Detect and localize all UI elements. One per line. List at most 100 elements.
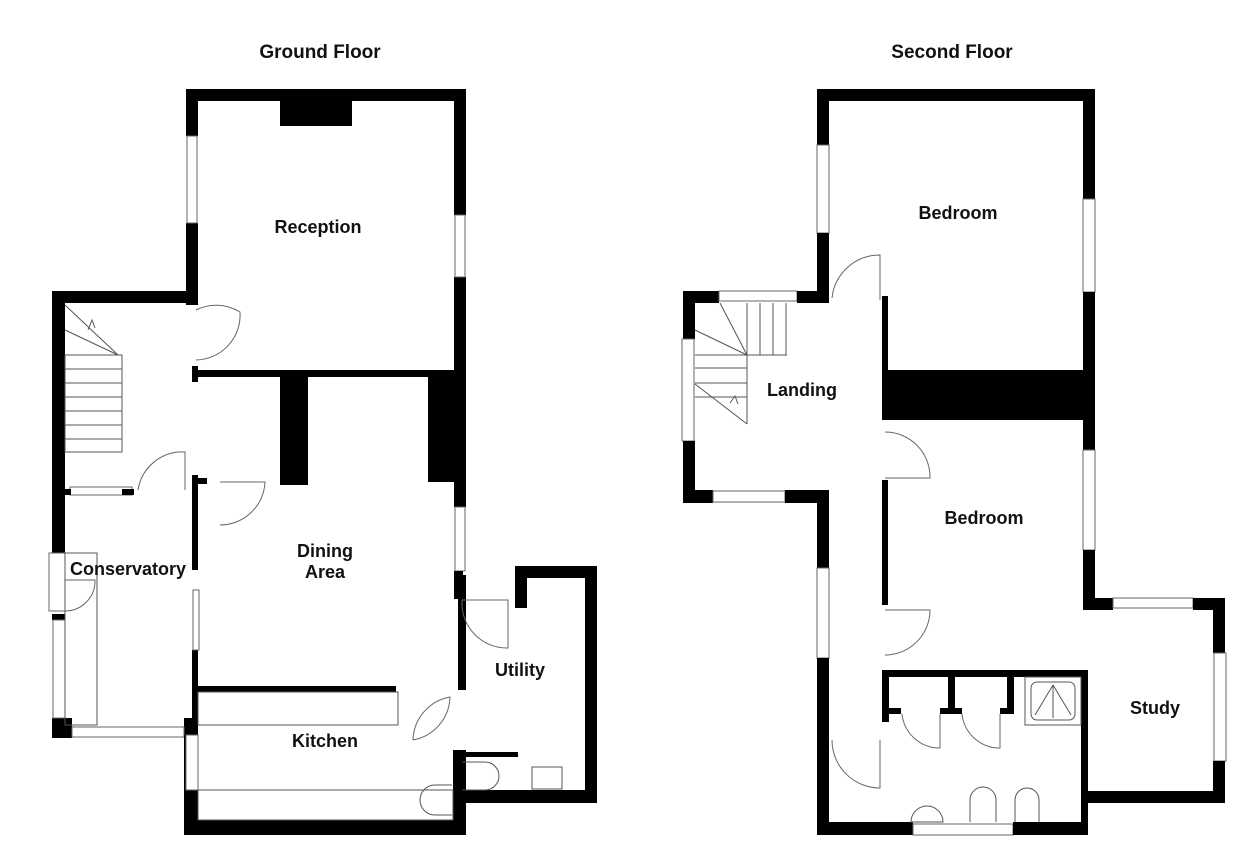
room-label-bedroom-2: Bedroom xyxy=(944,508,1023,528)
wall xyxy=(184,718,198,738)
staircase xyxy=(64,304,123,453)
wall xyxy=(454,277,466,507)
wall xyxy=(683,490,713,503)
wall xyxy=(1081,670,1088,835)
wall xyxy=(1083,420,1095,450)
window xyxy=(718,290,798,302)
wall xyxy=(52,718,72,738)
wall xyxy=(1013,822,1088,835)
wall xyxy=(889,708,901,714)
wall xyxy=(797,291,829,303)
second-floor-title: Second Floor xyxy=(891,42,1013,63)
room-label-kitchen: Kitchen xyxy=(292,731,358,751)
kitchen-worktop xyxy=(197,691,399,726)
wall xyxy=(817,658,829,835)
door-swing xyxy=(195,304,241,361)
door-swing xyxy=(64,579,96,612)
window xyxy=(186,135,198,224)
wall xyxy=(817,822,913,835)
wall xyxy=(1007,670,1014,714)
wall xyxy=(1213,598,1225,653)
wall xyxy=(186,89,198,136)
wall xyxy=(192,478,207,484)
window xyxy=(192,589,200,651)
window xyxy=(1213,652,1227,762)
wall xyxy=(585,566,597,803)
room-label-conservatory: Conservatory xyxy=(70,559,186,579)
room-label-dining-area: Area xyxy=(305,562,346,582)
door-swing xyxy=(901,713,941,749)
wall xyxy=(1000,708,1014,714)
wall xyxy=(515,566,597,578)
ground-floor-title: Ground Floor xyxy=(259,42,381,63)
conservatory-bench xyxy=(64,552,98,726)
room-label-study: Study xyxy=(1130,698,1180,718)
ground-floor-plan: Ground Floor xyxy=(48,42,597,835)
room-label-landing: Landing xyxy=(767,380,837,400)
wall xyxy=(515,566,527,608)
door-swing xyxy=(884,431,931,479)
window xyxy=(816,144,830,234)
wall xyxy=(196,686,396,692)
bidet-icon xyxy=(1014,787,1040,822)
wall xyxy=(192,475,198,570)
window xyxy=(454,214,466,278)
room-label-reception: Reception xyxy=(274,217,361,237)
wc-icon xyxy=(419,784,452,816)
wall xyxy=(52,291,65,553)
window xyxy=(71,726,185,738)
window xyxy=(1082,198,1096,293)
wall xyxy=(454,89,466,215)
kitchen-worktop xyxy=(197,789,454,821)
wall xyxy=(458,575,466,690)
door-swing xyxy=(884,609,931,656)
wall xyxy=(1083,550,1095,610)
wall xyxy=(1083,89,1095,199)
window xyxy=(454,506,466,572)
wall xyxy=(817,89,1095,101)
door-swing xyxy=(219,481,266,526)
window xyxy=(52,619,66,719)
wall xyxy=(192,650,198,720)
wall xyxy=(1087,791,1225,803)
wall xyxy=(458,752,518,757)
wall xyxy=(1083,598,1113,610)
chimney-breast xyxy=(428,370,456,482)
wall xyxy=(52,614,65,620)
wall xyxy=(192,366,198,382)
door-swing xyxy=(412,696,451,741)
window xyxy=(1112,597,1194,609)
sink-icon xyxy=(531,766,563,790)
window xyxy=(912,823,1014,836)
wall xyxy=(940,708,962,714)
door-swing xyxy=(137,451,186,491)
door-swing xyxy=(831,254,881,300)
wall xyxy=(186,89,466,101)
wall xyxy=(193,370,455,377)
wall xyxy=(817,233,829,303)
window xyxy=(48,552,66,612)
window xyxy=(185,734,199,791)
door-swing xyxy=(831,739,881,789)
wall xyxy=(683,441,695,503)
second-floor-plan: Second Floor xyxy=(681,42,1227,836)
basin-icon xyxy=(910,805,944,823)
room-label-dining: Dining xyxy=(297,541,353,561)
wall xyxy=(817,490,829,568)
door-swing xyxy=(961,713,1001,749)
shower-icon xyxy=(1030,681,1076,721)
wall xyxy=(455,790,597,803)
wall xyxy=(52,291,198,303)
wall xyxy=(184,820,466,835)
window xyxy=(712,490,786,503)
wc-icon xyxy=(462,761,500,791)
window xyxy=(681,338,695,442)
wall xyxy=(122,489,134,495)
wall xyxy=(65,489,71,495)
wall xyxy=(882,296,888,371)
wall xyxy=(817,89,829,145)
wall xyxy=(882,480,888,605)
room-label-utility: Utility xyxy=(495,660,545,680)
toilet-icon xyxy=(969,786,997,822)
